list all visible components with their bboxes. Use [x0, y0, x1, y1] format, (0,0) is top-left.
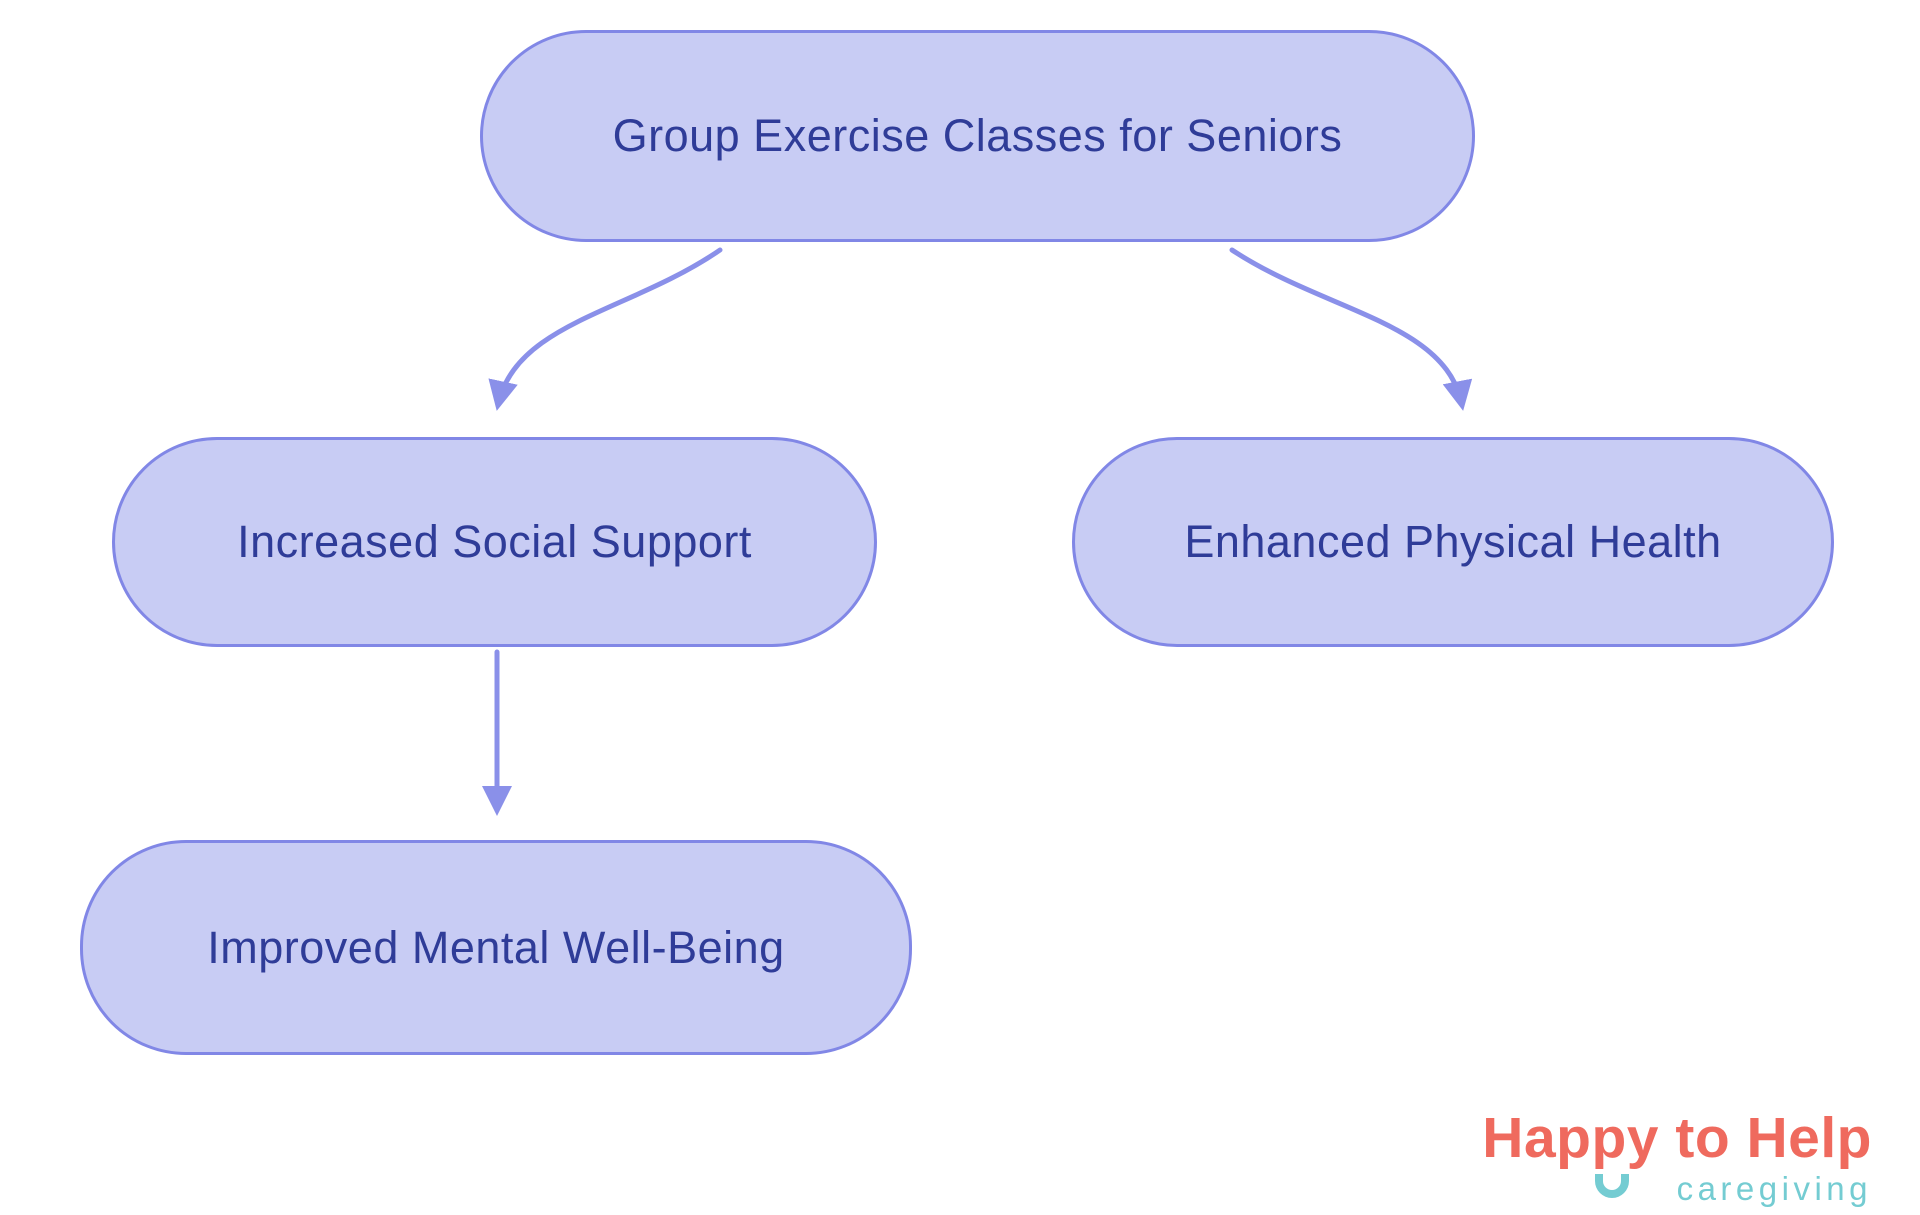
node-label: Increased Social Support: [237, 516, 752, 567]
edge-root-to-physical: [1229, 247, 1473, 411]
node-group-exercise: Group Exercise Classes for Seniors: [480, 30, 1475, 242]
node-mental-wellbeing: Improved Mental Well-Being: [80, 840, 912, 1055]
edge-root-to-social: [488, 247, 723, 411]
node-label: Group Exercise Classes for Seniors: [612, 110, 1343, 161]
brand-logo: Happy to Help caregiving: [1482, 1110, 1872, 1209]
smile-icon: [1594, 1174, 1629, 1198]
logo-subtitle: caregiving: [1676, 1170, 1872, 1207]
node-social-support: Increased Social Support: [112, 437, 877, 647]
logo-title: Happy to Help: [1482, 1106, 1872, 1170]
node-physical-health: Enhanced Physical Health: [1072, 437, 1834, 647]
logo-subtitle-row: caregiving: [1482, 1169, 1872, 1209]
node-label: Enhanced Physical Health: [1184, 516, 1722, 567]
node-label: Improved Mental Well-Being: [207, 921, 785, 973]
